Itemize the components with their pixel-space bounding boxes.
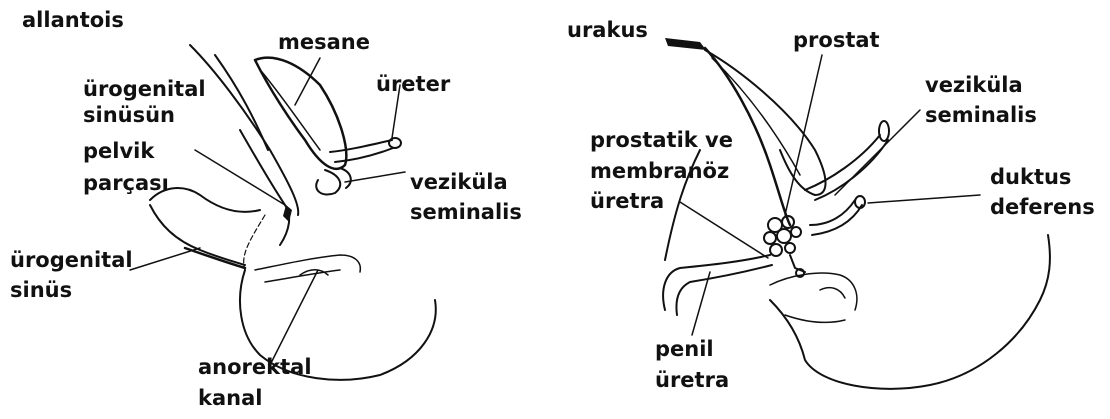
label-pelvic-3: pelvik [83,139,154,163]
vesicle-tip [879,121,889,141]
label-vesicle-1: veziküla [410,170,508,194]
sinus-pelvic-curve [240,130,289,245]
urachus-mark [665,38,706,50]
leader-prostat [785,55,822,215]
anorectal-upper [255,255,360,272]
pelvic-part-mark [283,205,292,222]
label-canal-1: anorektal [198,355,312,379]
sinus-floor [185,248,245,268]
label-urethra-2: membranöz [590,159,729,183]
prostate-cluster [764,216,805,277]
penile-tube-2 [676,265,772,315]
label-penile-1: penil [655,337,714,361]
label-vesicle-r-1: veziküla [925,73,1023,97]
anal-lower-r [785,315,845,322]
vesicle-blob-1 [316,170,340,195]
leader-sinus [130,248,200,270]
leader-urethra [680,202,768,258]
label-prostat: prostat [793,28,880,52]
label-mesane: mesane [278,30,370,54]
label-duct-2: deferens [990,195,1095,219]
penile-tube-1 [663,255,770,310]
label-sinus-1: ürogenital [10,248,133,272]
bladder-inner [262,72,320,150]
label-vesicle-r-2: seminalis [925,103,1037,127]
leader-vesicle-r [835,110,920,195]
anal-inner-r [820,288,845,298]
lower-contour-r [770,235,1050,389]
label-duct-1: duktus [990,165,1071,189]
leader-deferens [868,195,980,203]
label-pelvic-2: sinüsün [83,103,175,127]
leader-anorectal [270,270,318,365]
leader-vesicle [345,172,405,182]
label-urakus: urakus [567,18,648,42]
vesicle-duct-2 [815,140,888,200]
leader-pelvic [195,150,285,205]
label-canal-2: kanal [198,386,262,410]
label-ureter: üreter [376,72,450,96]
label-pelvic-1: ürogenital [83,77,206,101]
ureter-opening [389,138,401,148]
label-penile-2: üretra [655,368,729,392]
anal-upper-r [770,273,857,310]
sinus-tube [150,205,245,265]
dashed-gut [244,215,265,270]
deferens-2 [812,205,862,235]
label-vesicle-2: seminalis [410,200,522,224]
label-urethra-3: üretra [590,189,664,213]
label-pelvic-4: parçası [83,171,169,195]
label-urethra-1: prostatik ve [590,128,733,152]
anorectal-lower [265,270,340,282]
deferens-tip [855,196,865,208]
label-allantois: allantois [22,8,124,32]
ureter-upper [330,140,392,152]
label-sinus-2: sinüs [10,278,72,302]
vesicle-blob-2 [340,168,351,188]
allantois-wall [190,45,298,215]
